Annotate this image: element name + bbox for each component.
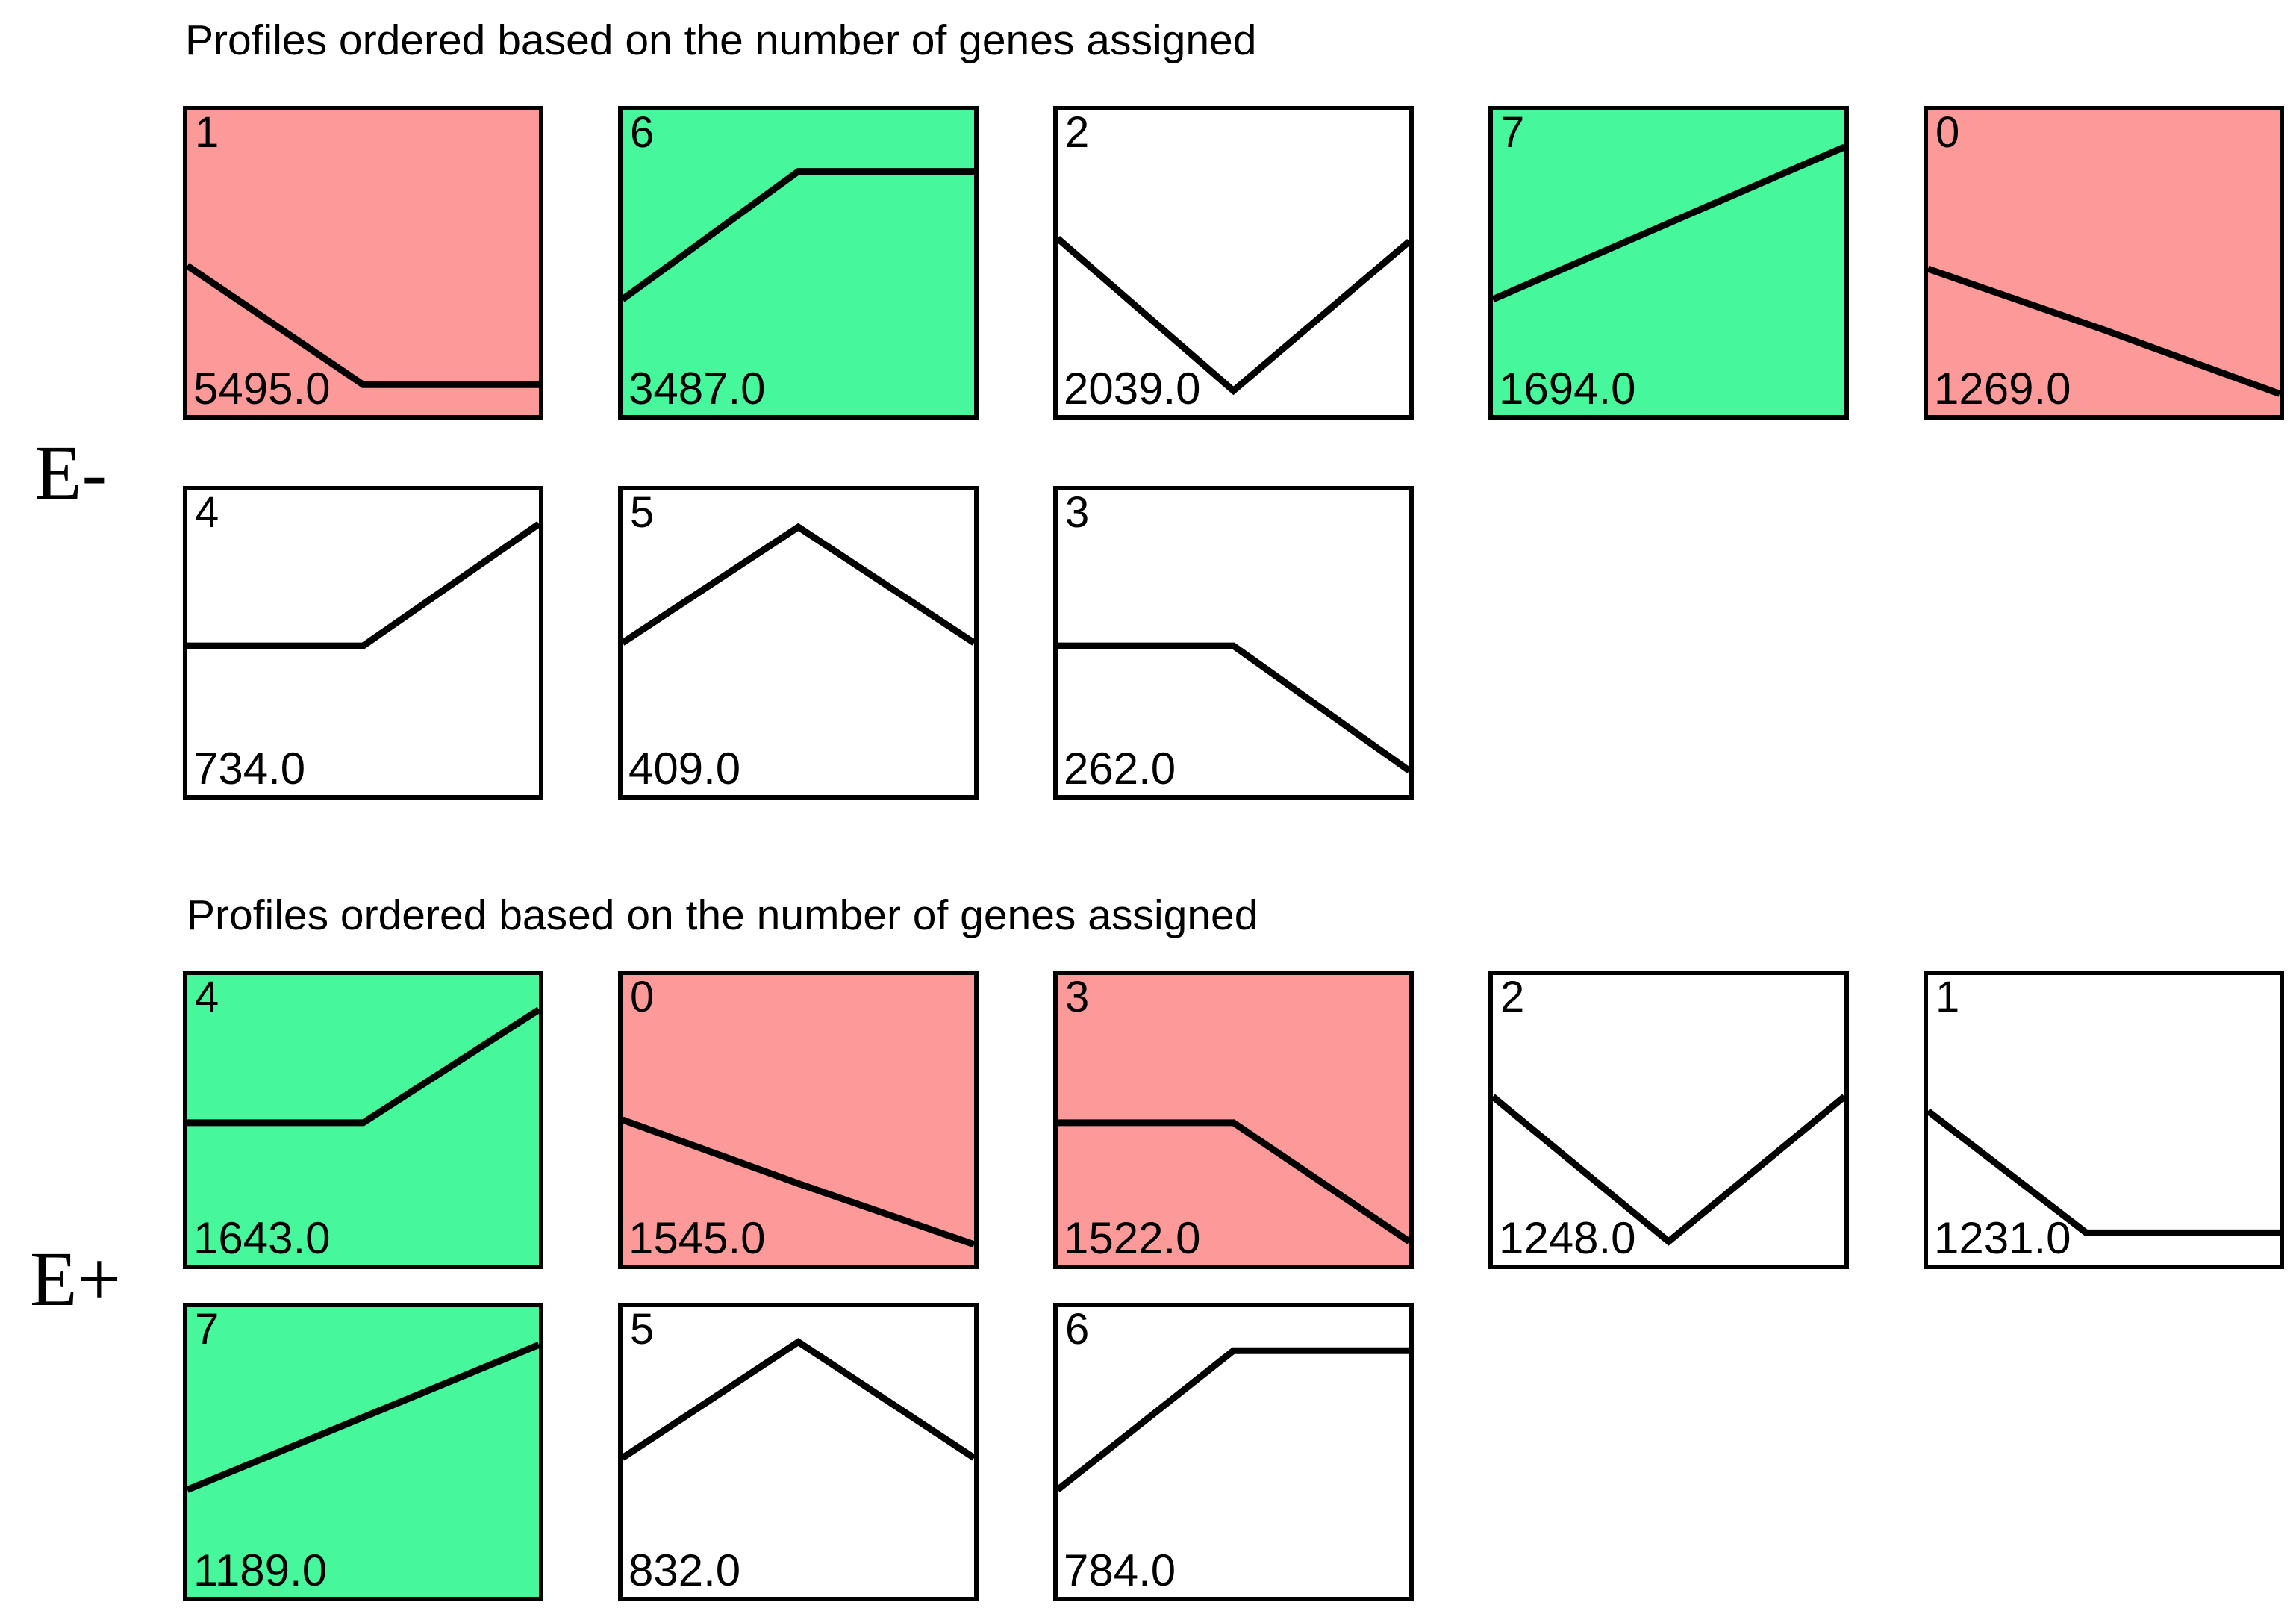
- profile-box-e-plus-0: 0 1545.0: [618, 971, 979, 1269]
- profile-id: 1: [195, 108, 219, 157]
- profile-box-e-minus-4: 4 734.0: [183, 486, 543, 800]
- genes-assigned-count: 832.0: [628, 1545, 741, 1595]
- genes-assigned-count: 1231.0: [1934, 1213, 2071, 1263]
- profile-trend-line: [187, 490, 539, 795]
- panel-e-plus-label: E+: [30, 1236, 122, 1322]
- profile-id: 2: [1500, 973, 1525, 1021]
- profile-box-e-plus-5: 5 832.0: [618, 1303, 979, 1601]
- profile-id: 6: [630, 108, 655, 157]
- profile-box-e-plus-4: 4 1643.0: [183, 971, 543, 1269]
- profile-id: 3: [1065, 488, 1090, 537]
- profile-box-e-minus-5: 5 409.0: [618, 486, 979, 800]
- profile-box-e-minus-3: 3 262.0: [1053, 486, 1414, 800]
- profile-trend-line: [623, 490, 974, 795]
- profile-id: 7: [195, 1305, 219, 1353]
- profile-trend-line: [623, 1307, 974, 1597]
- profile-id: 0: [1935, 108, 1960, 157]
- genes-assigned-count: 262.0: [1064, 744, 1176, 794]
- genes-assigned-count: 1694.0: [1499, 364, 1636, 414]
- profile-trend-line: [1058, 110, 1409, 415]
- genes-assigned-count: 3487.0: [628, 364, 766, 414]
- profile-box-e-plus-3: 3 1522.0: [1053, 971, 1414, 1269]
- profile-id: 2: [1065, 108, 1090, 157]
- profile-box-e-minus-1: 1 5495.0: [183, 106, 543, 420]
- profile-trend-line: [1058, 1307, 1409, 1597]
- profile-trend-line: [1928, 975, 2280, 1265]
- panel-e-minus-label: E-: [34, 430, 108, 516]
- genes-assigned-count: 409.0: [628, 744, 741, 794]
- profile-trend-line: [1058, 975, 1409, 1265]
- profile-trend-line: [1058, 490, 1409, 795]
- genes-assigned-count: 1545.0: [628, 1213, 766, 1263]
- profile-trend-line: [187, 1307, 539, 1597]
- profile-box-e-minus-0: 0 1269.0: [1924, 106, 2284, 420]
- genes-assigned-count: 734.0: [193, 744, 306, 794]
- panel-title: Profiles ordered based on the number of …: [185, 16, 1257, 64]
- genes-assigned-count: 1522.0: [1064, 1213, 1201, 1263]
- profile-trend-line: [187, 110, 539, 415]
- profile-trend-line: [1928, 110, 2280, 415]
- profile-trend-line: [623, 975, 974, 1265]
- profile-trend-line: [623, 110, 974, 415]
- profile-trend-line: [1493, 110, 1844, 415]
- profile-id: 5: [630, 1305, 655, 1353]
- profile-box-e-minus-6: 6 3487.0: [618, 106, 979, 420]
- profile-box-e-minus-7: 7 1694.0: [1488, 106, 1849, 420]
- profile-box-e-plus-2: 2 1248.0: [1488, 971, 1849, 1269]
- profile-id: 7: [1500, 108, 1525, 157]
- genes-assigned-count: 1643.0: [193, 1213, 331, 1263]
- profile-box-e-plus-7: 7 1189.0: [183, 1303, 543, 1601]
- profile-box-e-plus-6: 6 784.0: [1053, 1303, 1414, 1601]
- genes-assigned-count: 1248.0: [1499, 1213, 1636, 1263]
- profile-trend-line: [1493, 975, 1844, 1265]
- profile-id: 5: [630, 488, 655, 537]
- profile-id: 1: [1935, 973, 1960, 1021]
- genes-assigned-count: 5495.0: [193, 364, 331, 414]
- profile-id: 4: [195, 488, 219, 537]
- genes-assigned-count: 1189.0: [193, 1545, 328, 1595]
- profile-trend-line: [187, 975, 539, 1265]
- panel-title: Profiles ordered based on the number of …: [187, 891, 1258, 939]
- profile-box-e-plus-1: 1 1231.0: [1924, 971, 2284, 1269]
- genes-assigned-count: 784.0: [1064, 1545, 1176, 1595]
- profile-id: 0: [630, 973, 655, 1021]
- genes-assigned-count: 1269.0: [1934, 364, 2071, 414]
- profile-id: 3: [1065, 973, 1090, 1021]
- profile-id: 6: [1065, 1305, 1090, 1353]
- profile-box-e-minus-2: 2 2039.0: [1053, 106, 1414, 420]
- profile-id: 4: [195, 973, 219, 1021]
- genes-assigned-count: 2039.0: [1064, 364, 1201, 414]
